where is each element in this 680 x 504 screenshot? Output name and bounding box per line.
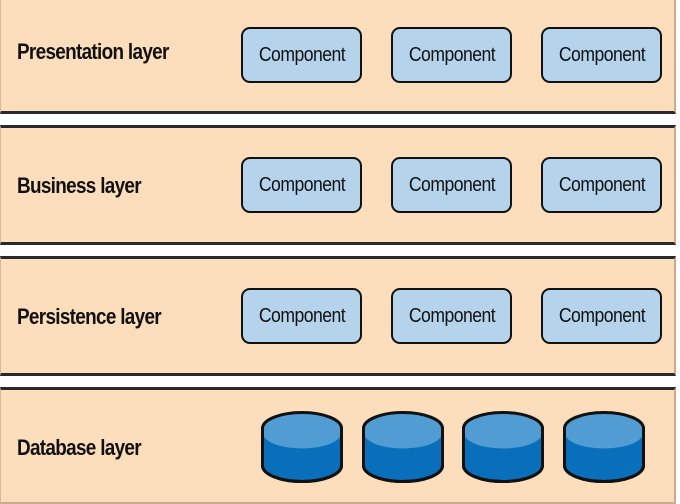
cylinder-outline [562, 411, 645, 483]
component-box: Component [391, 157, 512, 213]
cylinder-top [363, 412, 442, 449]
business-layer: Business layer Component Component Compo… [0, 125, 676, 245]
component-label: Component [408, 43, 495, 66]
layer-label: Business layer [17, 173, 142, 198]
component-box: Component [391, 288, 512, 344]
cylinder-outline [462, 411, 544, 483]
component-box: Component [391, 27, 512, 83]
component-box: Component [241, 157, 362, 213]
cylinder-top [463, 412, 543, 449]
database-cylinder-icon [462, 411, 544, 483]
component-label: Component [258, 173, 345, 196]
component-box: Component [541, 288, 662, 344]
presentation-layer: Presentation layer Component Component C… [0, 0, 676, 114]
layer-label: Presentation layer [17, 39, 169, 64]
layer-label: Database layer [17, 435, 142, 460]
database-cylinder-icon [261, 411, 343, 483]
component-label: Component [408, 304, 495, 327]
component-box: Component [241, 27, 362, 83]
component-label: Component [258, 304, 345, 327]
persistence-layer: Persistence layer Component Component Co… [0, 256, 676, 376]
component-box: Component [541, 27, 662, 83]
component-label: Component [558, 173, 645, 196]
component-box: Component [241, 288, 362, 344]
component-label: Component [558, 304, 645, 327]
cylinder-outline [261, 411, 343, 483]
database-cylinder-icon [562, 411, 645, 483]
component-box: Component [541, 157, 662, 213]
component-label: Component [258, 43, 345, 66]
cylinder-top [564, 412, 643, 449]
database-layer: Database layer [0, 387, 676, 504]
layer-label: Persistence layer [17, 304, 162, 329]
database-cylinder-icon [361, 411, 444, 483]
component-label: Component [558, 43, 645, 66]
component-label: Component [408, 173, 495, 196]
cylinder-outline [361, 411, 444, 483]
cylinder-top [262, 412, 342, 449]
